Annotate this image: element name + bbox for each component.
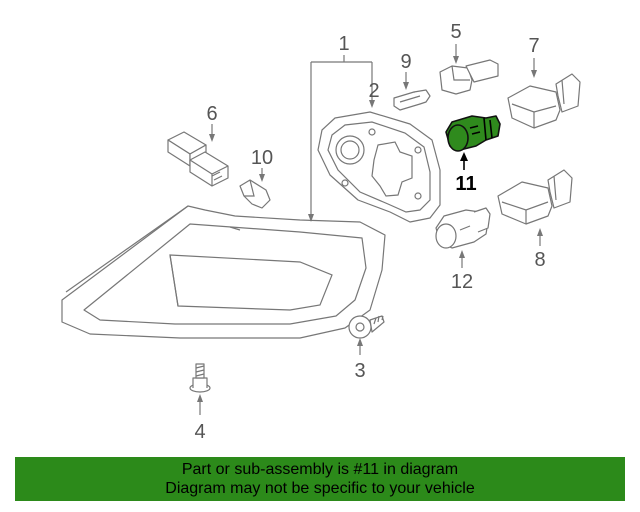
callout-5: 5: [450, 21, 461, 43]
tail-lamp-housing: [61, 205, 386, 339]
bulb-11-highlighted: [445, 115, 501, 152]
callout-1: 1: [338, 33, 349, 55]
bulb-10: [239, 179, 271, 209]
callout-2: 2: [368, 80, 379, 102]
callout-7: 7: [528, 35, 539, 57]
callout-11: 11: [455, 173, 476, 195]
bulb-12: [435, 207, 491, 249]
callout-12: 12: [451, 271, 473, 293]
banner-line-1: Part or sub-assembly is #11 in diagram: [181, 461, 459, 478]
bolt: [189, 363, 211, 393]
bulb-socket-8: [497, 169, 573, 225]
connector-6: [167, 131, 229, 187]
leader-lines: [197, 44, 543, 415]
callout-9: 9: [400, 51, 411, 73]
bulb-socket-5: [439, 59, 499, 95]
callout-6: 6: [206, 103, 217, 125]
callout-4: 4: [194, 421, 205, 443]
bulb-9: [393, 89, 431, 111]
parts-diagram: 1 2 3 4 5 6 7 8 9 10 11 12: [61, 21, 581, 443]
screw: [348, 315, 385, 339]
callout-10: 10: [251, 147, 273, 169]
callout-8: 8: [534, 249, 545, 271]
banner-line-2: Diagram may not be specific to your vehi…: [165, 480, 475, 497]
part-info-banner: Part or sub-assembly is #11 in diagram D…: [15, 457, 625, 501]
callout-3: 3: [354, 360, 365, 382]
bulb-socket-7: [507, 73, 581, 129]
lamp-gasket: [317, 111, 441, 223]
